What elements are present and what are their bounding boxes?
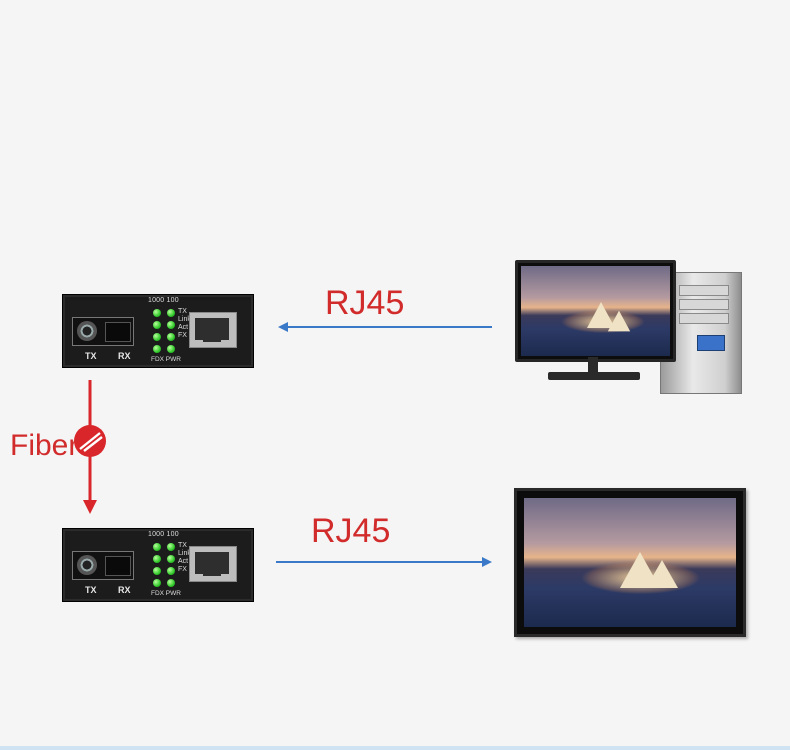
- bottom-divider: [0, 746, 790, 750]
- led-indicator: [167, 567, 175, 575]
- led-indicator: [153, 321, 161, 329]
- led-indicator: [153, 567, 161, 575]
- led-label: Act: [178, 558, 189, 565]
- lcd-panel: [697, 335, 725, 351]
- led-label: TX: [178, 542, 187, 549]
- led-label: Link: [178, 316, 191, 323]
- led-label: Act: [178, 324, 189, 331]
- footer-label: FDX PWR: [151, 356, 181, 363]
- led-label: FX: [178, 332, 187, 339]
- speed-header: 1000 100: [148, 531, 179, 538]
- speed-header: 1000 100: [148, 297, 179, 304]
- rj45-port: [189, 312, 237, 348]
- footer-label: FDX PWR: [151, 590, 181, 597]
- led-indicator: [153, 333, 161, 341]
- led-label: TX: [178, 308, 187, 315]
- media-converter-top: TX RX 1000 100 TX Link Act FX FDX PWR: [62, 294, 254, 368]
- pc-monitor: [515, 260, 676, 362]
- fiber-label: Fiber: [10, 429, 79, 462]
- fiber-port: [72, 551, 134, 580]
- tx-port-label: TX: [85, 351, 97, 361]
- led-indicator: [167, 345, 175, 353]
- media-converter-bottom: TX RX 1000 100 TX Link Act FX FDX PWR: [62, 528, 254, 602]
- monitor-base: [548, 372, 640, 380]
- led-indicator: [167, 579, 175, 587]
- rj45-label-bottom: RJ45: [311, 512, 391, 550]
- led-indicator: [167, 309, 175, 317]
- led-indicator: [167, 333, 175, 341]
- tx-port-label: TX: [85, 585, 97, 595]
- monitor-screen-image: [521, 266, 670, 356]
- led-indicator: [153, 309, 161, 317]
- led-indicator: [153, 543, 161, 551]
- fiber-arrowhead: [83, 500, 97, 514]
- led-indicator: [167, 555, 175, 563]
- monitor-stand: [588, 357, 598, 373]
- led-label: Link: [178, 550, 191, 557]
- led-indicator: [153, 555, 161, 563]
- led-indicator: [167, 321, 175, 329]
- led-label: FX: [178, 566, 187, 573]
- rx-port-label: RX: [118, 585, 131, 595]
- led-indicator: [153, 579, 161, 587]
- rx-port-label: RX: [118, 351, 131, 361]
- display-screen: [514, 488, 746, 637]
- rj45-label-top: RJ45: [325, 284, 405, 322]
- led-indicator: [167, 543, 175, 551]
- led-indicator: [153, 345, 161, 353]
- rj45-port: [189, 546, 237, 582]
- fiber-port: [72, 317, 134, 346]
- display-screen-image: [524, 498, 736, 627]
